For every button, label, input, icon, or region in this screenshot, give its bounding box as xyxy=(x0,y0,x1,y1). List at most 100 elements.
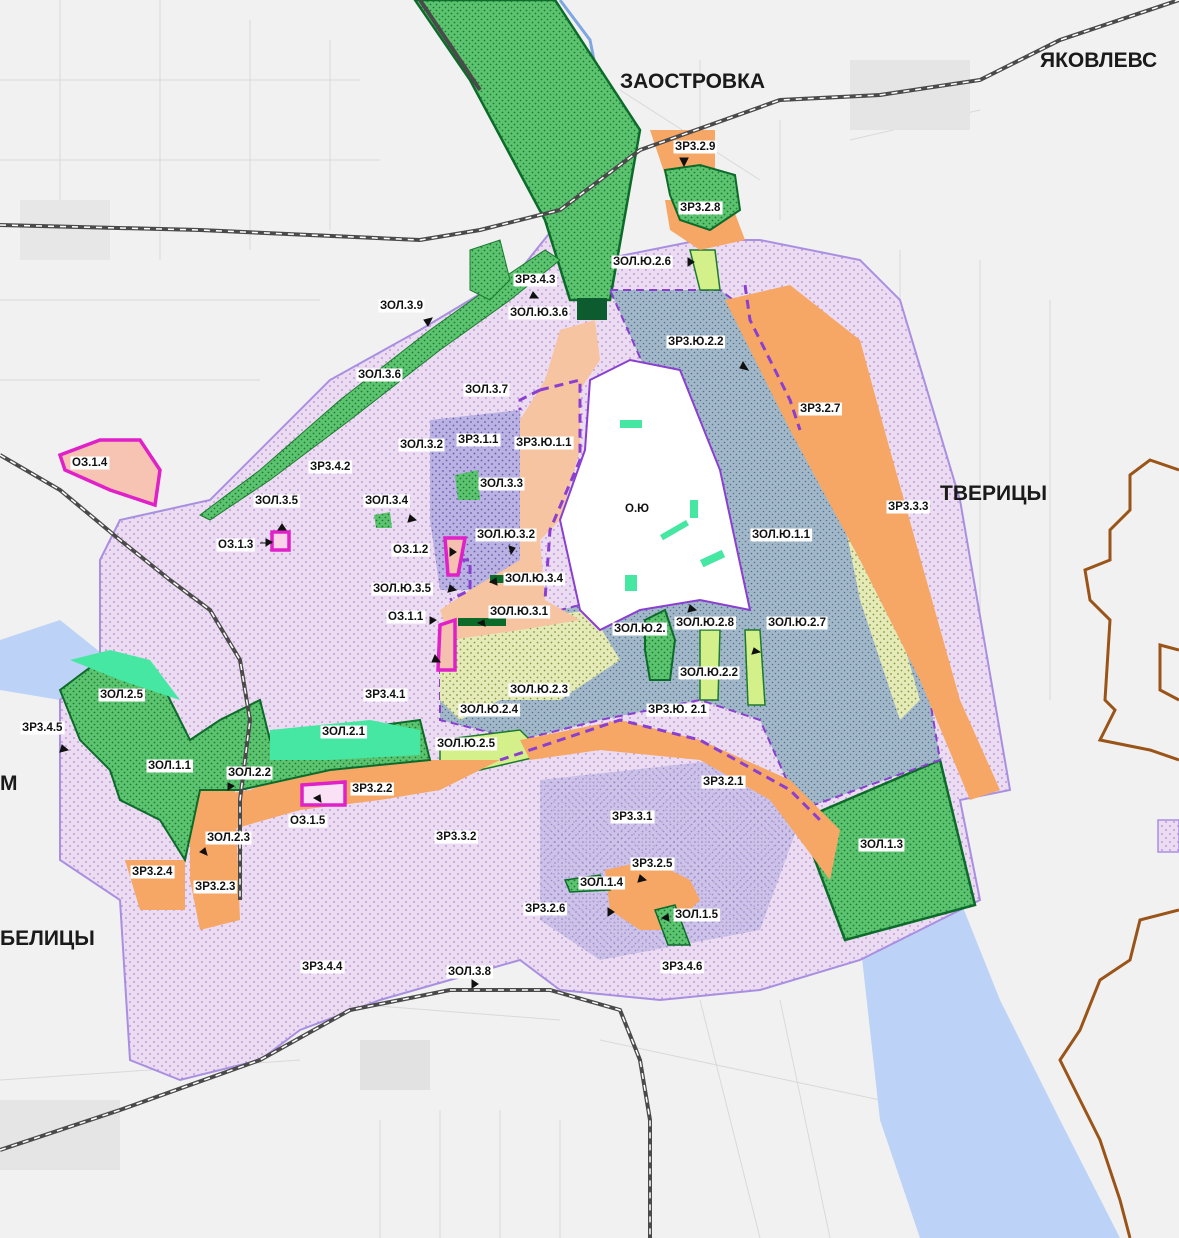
zone-label-background xyxy=(508,306,570,320)
zone-label: ЗОЛ.2.5 xyxy=(100,689,144,701)
zone-label: ЗР3.3.1 xyxy=(612,811,653,823)
zone-label-background xyxy=(666,335,726,349)
zone-label-background xyxy=(623,502,651,516)
zone-zol-3-4 xyxy=(374,512,392,528)
zone-label-background xyxy=(766,616,828,630)
zone-label: ЗР3.2.2 xyxy=(352,783,392,795)
zone-label-background xyxy=(456,433,501,447)
zone-label-background xyxy=(701,775,746,789)
zone-label: ЗОЛ.Ю.2.7 xyxy=(768,617,826,629)
zone-label-background xyxy=(356,368,403,382)
zone-label: ЗОЛ.3.6 xyxy=(358,369,401,381)
zone-label-background xyxy=(513,273,557,287)
zone-label-background xyxy=(216,538,255,552)
zone-label-background xyxy=(308,460,352,474)
mint-features xyxy=(620,420,726,591)
zone-label: ЗР3.2.7 xyxy=(800,403,840,415)
building-block xyxy=(20,200,110,260)
zone-labels: ЗР3.2.9 ЗР3.2.8 ЗОЛ.Ю.2.6 ЗР3.4.3 ЗОЛ.Ю.… xyxy=(20,140,930,979)
zone-zol-2-1-mint xyxy=(270,720,420,760)
zone-zol-u-3-4 xyxy=(490,575,510,583)
zone-label: ЗОЛ.2.2 xyxy=(228,767,271,779)
zone-zol-3-2 xyxy=(455,470,480,500)
zone-label: ЗОЛ.3.4 xyxy=(365,495,409,507)
zone-label: ЗОЛ.Ю.3.4 xyxy=(505,573,564,585)
zone-label: ЗОЛ.Ю.2.3 xyxy=(510,684,568,696)
zone-zol-3-9 xyxy=(469,239,511,301)
zone-label-background xyxy=(478,477,525,491)
zone-zol-u-2-2 xyxy=(699,629,721,701)
zone-label-background xyxy=(798,402,842,416)
zone-label: ЗОЛ.3.2 xyxy=(400,439,443,451)
zone-label: ЗР3.3.3 xyxy=(888,501,928,513)
zone-label-background xyxy=(646,703,709,717)
zone-label: ЗР3.4.2 xyxy=(310,461,350,473)
zone-label-background xyxy=(363,688,408,702)
zone-label: ЗОЛ.Ю.2.6 xyxy=(613,256,671,268)
zone-label-background xyxy=(70,456,110,470)
zone-label-background xyxy=(488,605,551,619)
zone-label-background xyxy=(205,831,252,845)
zone-label-background xyxy=(508,683,570,697)
zone-label-background xyxy=(350,782,394,796)
zone-label: ЗОЛ.1.5 xyxy=(675,909,719,921)
zone-label: ЗОЛ.2.3 xyxy=(207,832,250,844)
zone-label-background xyxy=(678,201,723,215)
zone-yellow-patch xyxy=(440,610,620,720)
zone-label: ЗОЛ.2.1 xyxy=(322,726,366,738)
zone-label-background xyxy=(398,438,445,452)
zone-label: ЗР3.2.5 xyxy=(632,858,673,870)
zone-label: ЗОЛ.Ю.2. xyxy=(614,623,666,635)
building-block xyxy=(0,1100,120,1170)
boundary-purple-dashed xyxy=(445,284,822,822)
zone-label: ЗР3.4.6 xyxy=(662,961,702,973)
boundary-brown xyxy=(1083,458,1179,762)
zone-label-background xyxy=(630,857,675,871)
zone-label-background xyxy=(146,759,194,773)
zone-label: ЗОЛ.Ю.2.2 xyxy=(680,667,738,679)
zone-label: ЗР3.Ю.2.2 xyxy=(668,336,724,348)
zone-zol-u-2-7 xyxy=(744,629,766,706)
zone-label-background xyxy=(514,436,574,450)
zone-label: ЗОЛ.Ю.3.2 xyxy=(477,529,535,541)
zone-label-background xyxy=(612,622,668,636)
place-label-zaostrovka: ЗАОСТРОВКА xyxy=(620,70,765,93)
boundary-brown xyxy=(1158,643,1179,702)
zone-label-background xyxy=(750,528,813,542)
place-label-m: М xyxy=(0,772,18,795)
zone-label-background xyxy=(193,880,237,894)
zone-label: ЗР3.2.8 xyxy=(680,202,721,214)
zone-label: ОЗ.1.4 xyxy=(72,457,108,469)
zone-label: ЗОЛ.Ю.2.4 xyxy=(460,704,519,716)
zone-label: ЗОЛ.1.1 xyxy=(148,760,192,772)
zone-label-background xyxy=(434,830,478,844)
zone-label: ОЗ.1.1 xyxy=(388,611,424,623)
zone-label: ЗР3.2.3 xyxy=(195,881,235,893)
zone-label-background xyxy=(20,721,65,735)
zone-label-background xyxy=(391,543,430,557)
zone-label: ЗОЛ.Ю.3.1 xyxy=(490,606,549,618)
zone-label-background xyxy=(435,737,498,751)
place-label-yakovlevskoe: ЯКОВЛЕВС xyxy=(1040,49,1157,72)
zone-label: ЗОЛ.Ю.1.1 xyxy=(752,529,811,541)
zone-label: ЗР3.4.1 xyxy=(365,689,406,701)
zone-label: ЗР3.1.1 xyxy=(458,434,499,446)
zone-label: ЗОЛ.Ю.2.5 xyxy=(437,738,496,750)
zone-label-background xyxy=(363,494,411,508)
zone-label: ОЗ.1.3 xyxy=(218,539,253,551)
zone-label-background xyxy=(130,865,175,879)
zone-label: ЗР3.2.1 xyxy=(703,776,744,788)
oz-zones xyxy=(57,438,468,807)
zone-label: ЗР3.2.6 xyxy=(525,903,565,915)
zone-label: ЗР3.4.5 xyxy=(22,722,63,734)
zone-label-background xyxy=(253,494,301,508)
zone-label-background xyxy=(320,725,368,739)
zone-label-background xyxy=(858,838,905,852)
zone-label: ЗОЛ.Ю.3.5 xyxy=(373,583,432,595)
building-block xyxy=(360,1040,430,1090)
zone-label-background xyxy=(378,299,425,313)
zone-label-background xyxy=(660,960,704,974)
place-label-belitsy: БЕЛИЦЫ xyxy=(0,927,95,950)
zone-label: ЗР3.2.9 xyxy=(675,141,715,153)
